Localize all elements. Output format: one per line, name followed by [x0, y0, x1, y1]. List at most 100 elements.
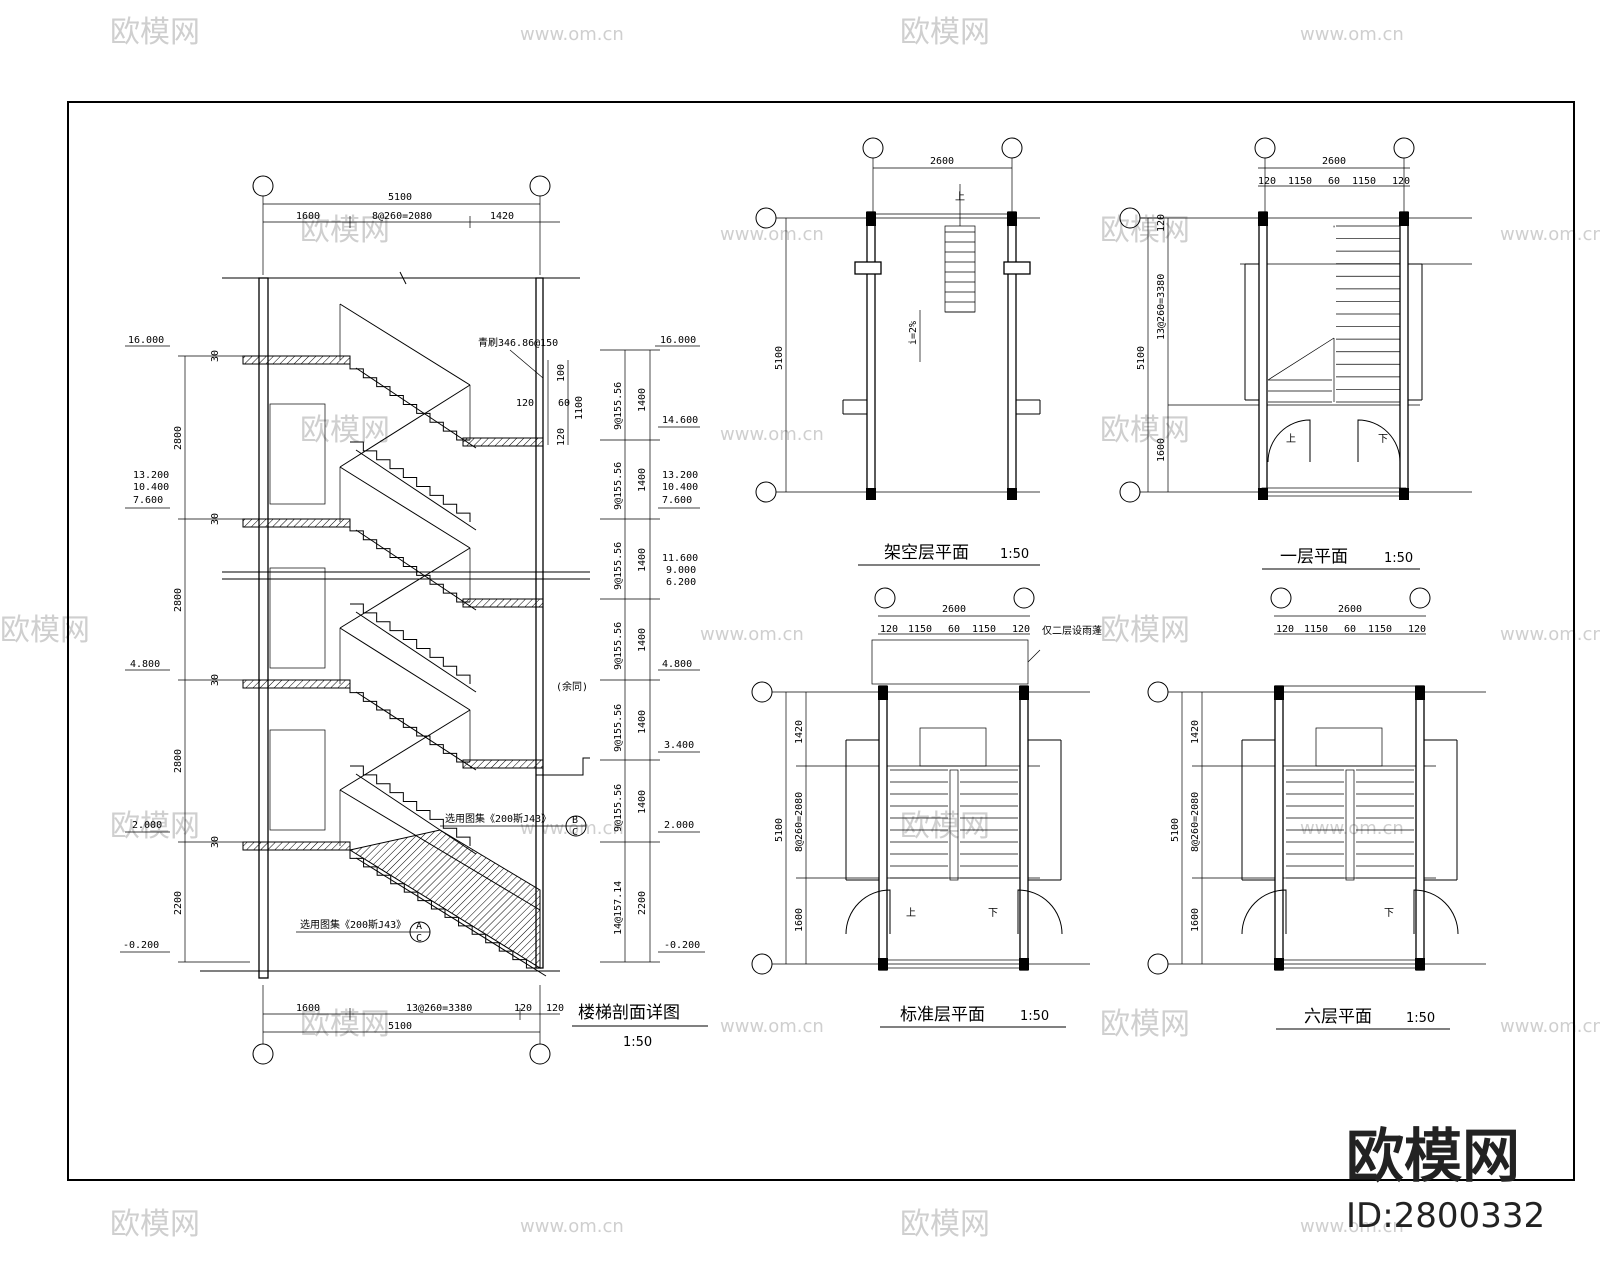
- plan-dim-part: 1150: [972, 624, 996, 635]
- axis-bubble: [1013, 587, 1035, 609]
- dim-part: 1600: [296, 1003, 320, 1014]
- section-title: 楼梯剖面详图: [578, 1003, 680, 1023]
- note-same: (余同): [556, 680, 588, 693]
- elevation-right: 6.200: [666, 577, 696, 588]
- watermark-text: www.om.cn: [700, 624, 804, 645]
- axis-bubble: [862, 137, 884, 159]
- detail-callout-bottom: C: [416, 933, 422, 944]
- plan-dim-top: 2600: [942, 604, 966, 615]
- floor-slab: [242, 518, 351, 528]
- watermark-text: 欧模网: [300, 413, 390, 448]
- plan-dim-part: 120: [1276, 624, 1294, 635]
- note-detail: 选用图集《200斯J43》: [300, 918, 406, 931]
- dim-part: 1600: [296, 211, 320, 222]
- axis-bubble: [1147, 681, 1169, 703]
- stair-treads: [350, 765, 471, 846]
- watermark-text: www.om.cn: [520, 24, 624, 45]
- watermark-text: 欧模网: [110, 15, 200, 50]
- wall-mark: 30: [210, 350, 221, 362]
- axis-bubble: [1254, 137, 1276, 159]
- plan-dim-part: 1150: [1304, 624, 1328, 635]
- flight-steps: 9@155.56: [613, 784, 624, 832]
- axis-bubble: [252, 175, 274, 197]
- rail-dim: 60: [558, 398, 570, 409]
- ground-flight: [348, 829, 541, 969]
- landing-slab: [462, 437, 544, 447]
- stair-section: 5100 1600 8@260=2080 1420: [120, 175, 708, 1065]
- watermark-text: 欧模网: [110, 1207, 200, 1242]
- plan-dim-part: 120: [1392, 176, 1410, 187]
- plan-dim-part: 120: [880, 624, 898, 635]
- flight-height: 1400: [637, 710, 648, 734]
- watermark-text: www.om.cn: [720, 424, 824, 445]
- plan-title: 六层平面: [1304, 1007, 1372, 1027]
- elevation-right: 11.600: [662, 553, 698, 564]
- plan-dim-part: 60: [1344, 624, 1356, 635]
- axis-bubble: [1393, 137, 1415, 159]
- axis-bubble: [252, 1043, 274, 1065]
- plan-scale: 1:50: [1020, 1009, 1049, 1024]
- elevation-right: 14.600: [662, 415, 698, 426]
- rail-dim: 120: [556, 428, 567, 446]
- elevation-right: 9.000: [666, 565, 696, 576]
- plan-dim-side-part: 1600: [1190, 908, 1201, 932]
- elevation-right: 7.600: [662, 495, 692, 506]
- plan-dim-top: 2600: [1338, 604, 1362, 615]
- watermark-text: www.om.cn: [1300, 818, 1404, 839]
- elevation-left: 7.600: [133, 495, 163, 506]
- plan-note: 仅二层设雨蓬: [1042, 625, 1102, 637]
- floor-slab: [242, 355, 351, 365]
- elevation-left: 16.000: [128, 335, 164, 346]
- elevation-right: 10.400: [662, 482, 698, 493]
- plan-dim-top: 2600: [930, 156, 954, 167]
- elevation-left: 10.400: [133, 482, 169, 493]
- plan-standard-floor: 2600 120 1150 60 1150 120 5100 1420 8@26…: [751, 587, 1102, 1028]
- dim-total-top: 5100: [388, 192, 412, 203]
- watermark-text: www.om.cn: [720, 224, 824, 245]
- plan-dim-side: 5100: [1170, 818, 1181, 842]
- story-height: 2800: [173, 426, 184, 450]
- plan-dim-side-part: 1600: [794, 908, 805, 932]
- stair-treads: [350, 441, 471, 522]
- plan-down-label: 下: [1384, 908, 1394, 919]
- dim-part: 120: [514, 1003, 532, 1014]
- watermark-text: 欧模网: [900, 15, 990, 50]
- section-wall-right: [535, 277, 544, 969]
- dim-part: 120: [546, 1003, 564, 1014]
- watermark-text: www.om.cn: [1500, 224, 1600, 245]
- elevation-left: 2.000: [132, 820, 162, 831]
- elevation-right: 3.400: [664, 740, 694, 751]
- watermark-text: 欧模网: [0, 613, 90, 648]
- plan-stilt-floor: 2600 5100 上 i=2% 架空层平面 1:50: [755, 137, 1041, 566]
- watermark-text: www.om.cn: [1500, 1016, 1600, 1037]
- story-height: 2800: [173, 749, 184, 773]
- axis-bubble: [751, 681, 773, 703]
- plan-dim-side: 5100: [774, 346, 785, 370]
- watermark-text: www.om.cn: [720, 1016, 824, 1037]
- wall-mark: 30: [210, 513, 221, 525]
- plan-down-label: 下: [1378, 434, 1388, 445]
- plan-title: 架空层平面: [884, 543, 969, 563]
- plan-dim-part: 1150: [1352, 176, 1376, 187]
- plan-title: 标准层平面: [900, 1005, 985, 1025]
- rail-dim: 120: [516, 398, 534, 409]
- watermark-text: 欧模网: [900, 1207, 990, 1242]
- landing-slab: [462, 598, 544, 608]
- plan-dim-side-part: 8@260=2080: [1190, 792, 1201, 852]
- axis-bubble: [529, 1043, 551, 1065]
- wall-mark: 30: [210, 836, 221, 848]
- watermark-text: 欧模网: [1100, 613, 1190, 648]
- story-height: 2800: [173, 588, 184, 612]
- flight-height: 1400: [637, 790, 648, 814]
- axis-bubble: [1147, 953, 1169, 975]
- plan-dim-part: 120: [1408, 624, 1426, 635]
- plan-dim-part: 120: [1012, 624, 1030, 635]
- plan-dim-side-part: 1420: [1190, 720, 1201, 744]
- flight-height: 1400: [637, 628, 648, 652]
- plan-scale: 1:50: [1384, 551, 1413, 566]
- elevation-left: 4.800: [130, 659, 160, 670]
- elevation-right: 16.000: [660, 335, 696, 346]
- flight-steps: 14@157.14: [613, 881, 624, 935]
- section-wall-left: [258, 277, 269, 979]
- watermark-text: 欧模网: [1100, 213, 1190, 248]
